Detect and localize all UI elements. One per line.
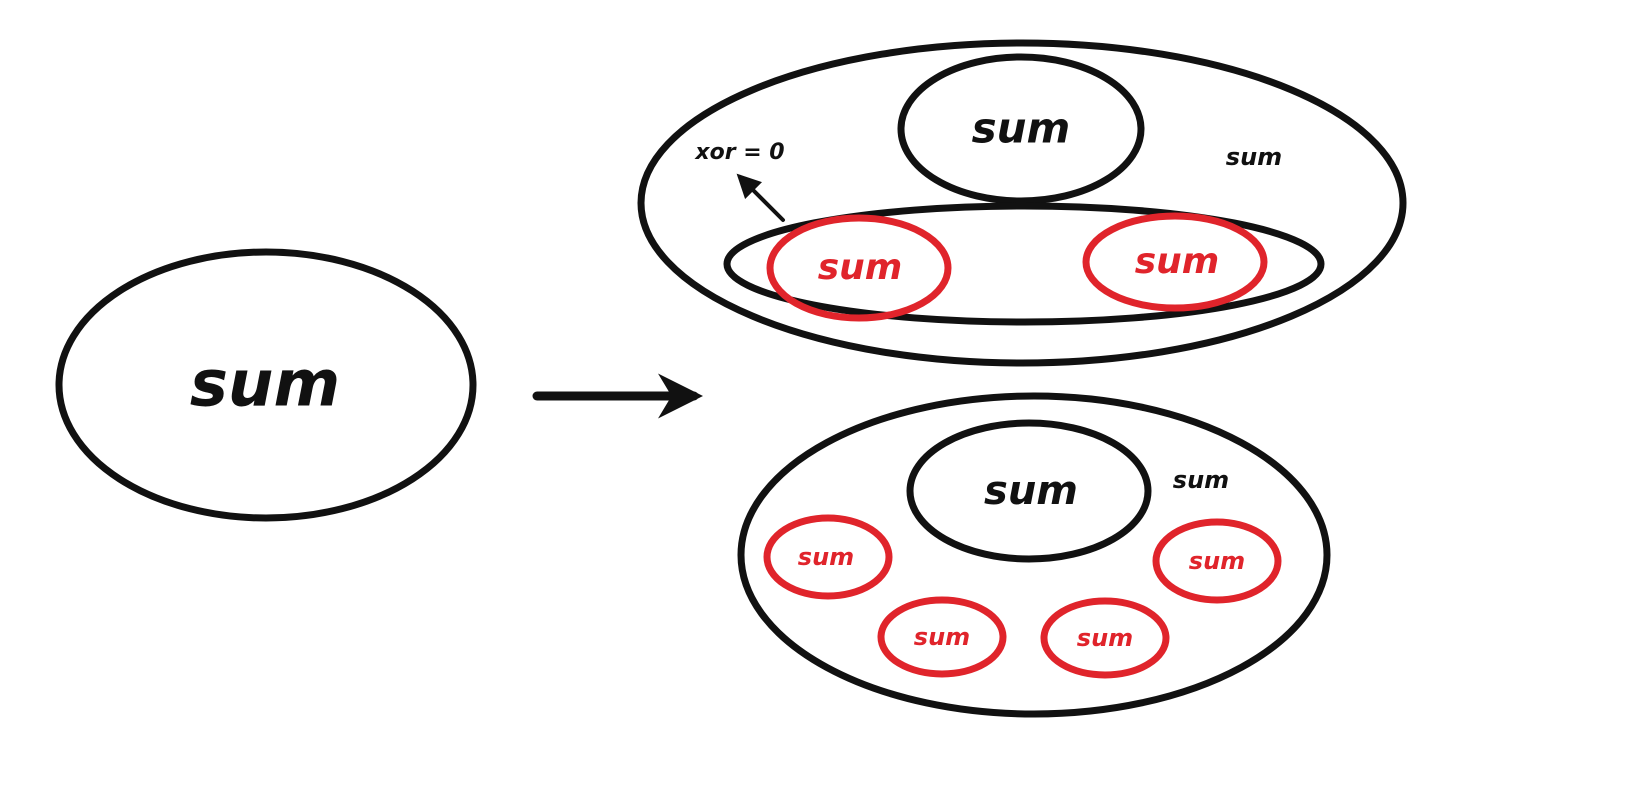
xor-annotation: xor = 0 <box>694 140 784 165</box>
top-center-ellipse <box>897 53 1145 205</box>
pointer-arrow-icon <box>736 173 785 222</box>
bottom-highlight-label-1: sum <box>798 543 854 571</box>
bottom-outer-ellipse <box>737 392 1331 718</box>
bottom-center-label: sum <box>984 468 1078 514</box>
top-center-label: sum <box>972 104 1071 153</box>
bottom-highlight-label-2: sum <box>1189 547 1245 575</box>
top-group-ellipse <box>723 202 1325 326</box>
top-outer-label: sum <box>1226 143 1282 171</box>
bottom-highlight-label-4: sum <box>1077 624 1133 652</box>
top-highlight-label-2: sum <box>1135 241 1220 282</box>
bottom-highlight-ellipse-1 <box>763 514 893 600</box>
top-highlight-ellipse-1 <box>766 214 952 322</box>
original-component-ellipse <box>55 248 477 522</box>
top-outer-ellipse <box>637 39 1407 367</box>
original-component-label: sum <box>190 348 340 422</box>
bottom-highlight-label-3: sum <box>914 623 970 651</box>
bottom-center-ellipse <box>906 419 1152 563</box>
top-result: sum sum sum sum xor = 0 <box>637 39 1407 367</box>
bottom-highlight-ellipse-3 <box>877 596 1007 678</box>
bottom-highlight-ellipse-2 <box>1152 518 1282 604</box>
bottom-result: sum sum sum sum sum sum <box>737 392 1331 718</box>
original-component: sum <box>55 248 477 522</box>
top-highlight-ellipse-2 <box>1082 212 1268 312</box>
top-highlight-label-1: sum <box>818 247 903 288</box>
bottom-outer-label: sum <box>1173 466 1229 494</box>
bottom-highlight-ellipse-4 <box>1040 597 1170 679</box>
